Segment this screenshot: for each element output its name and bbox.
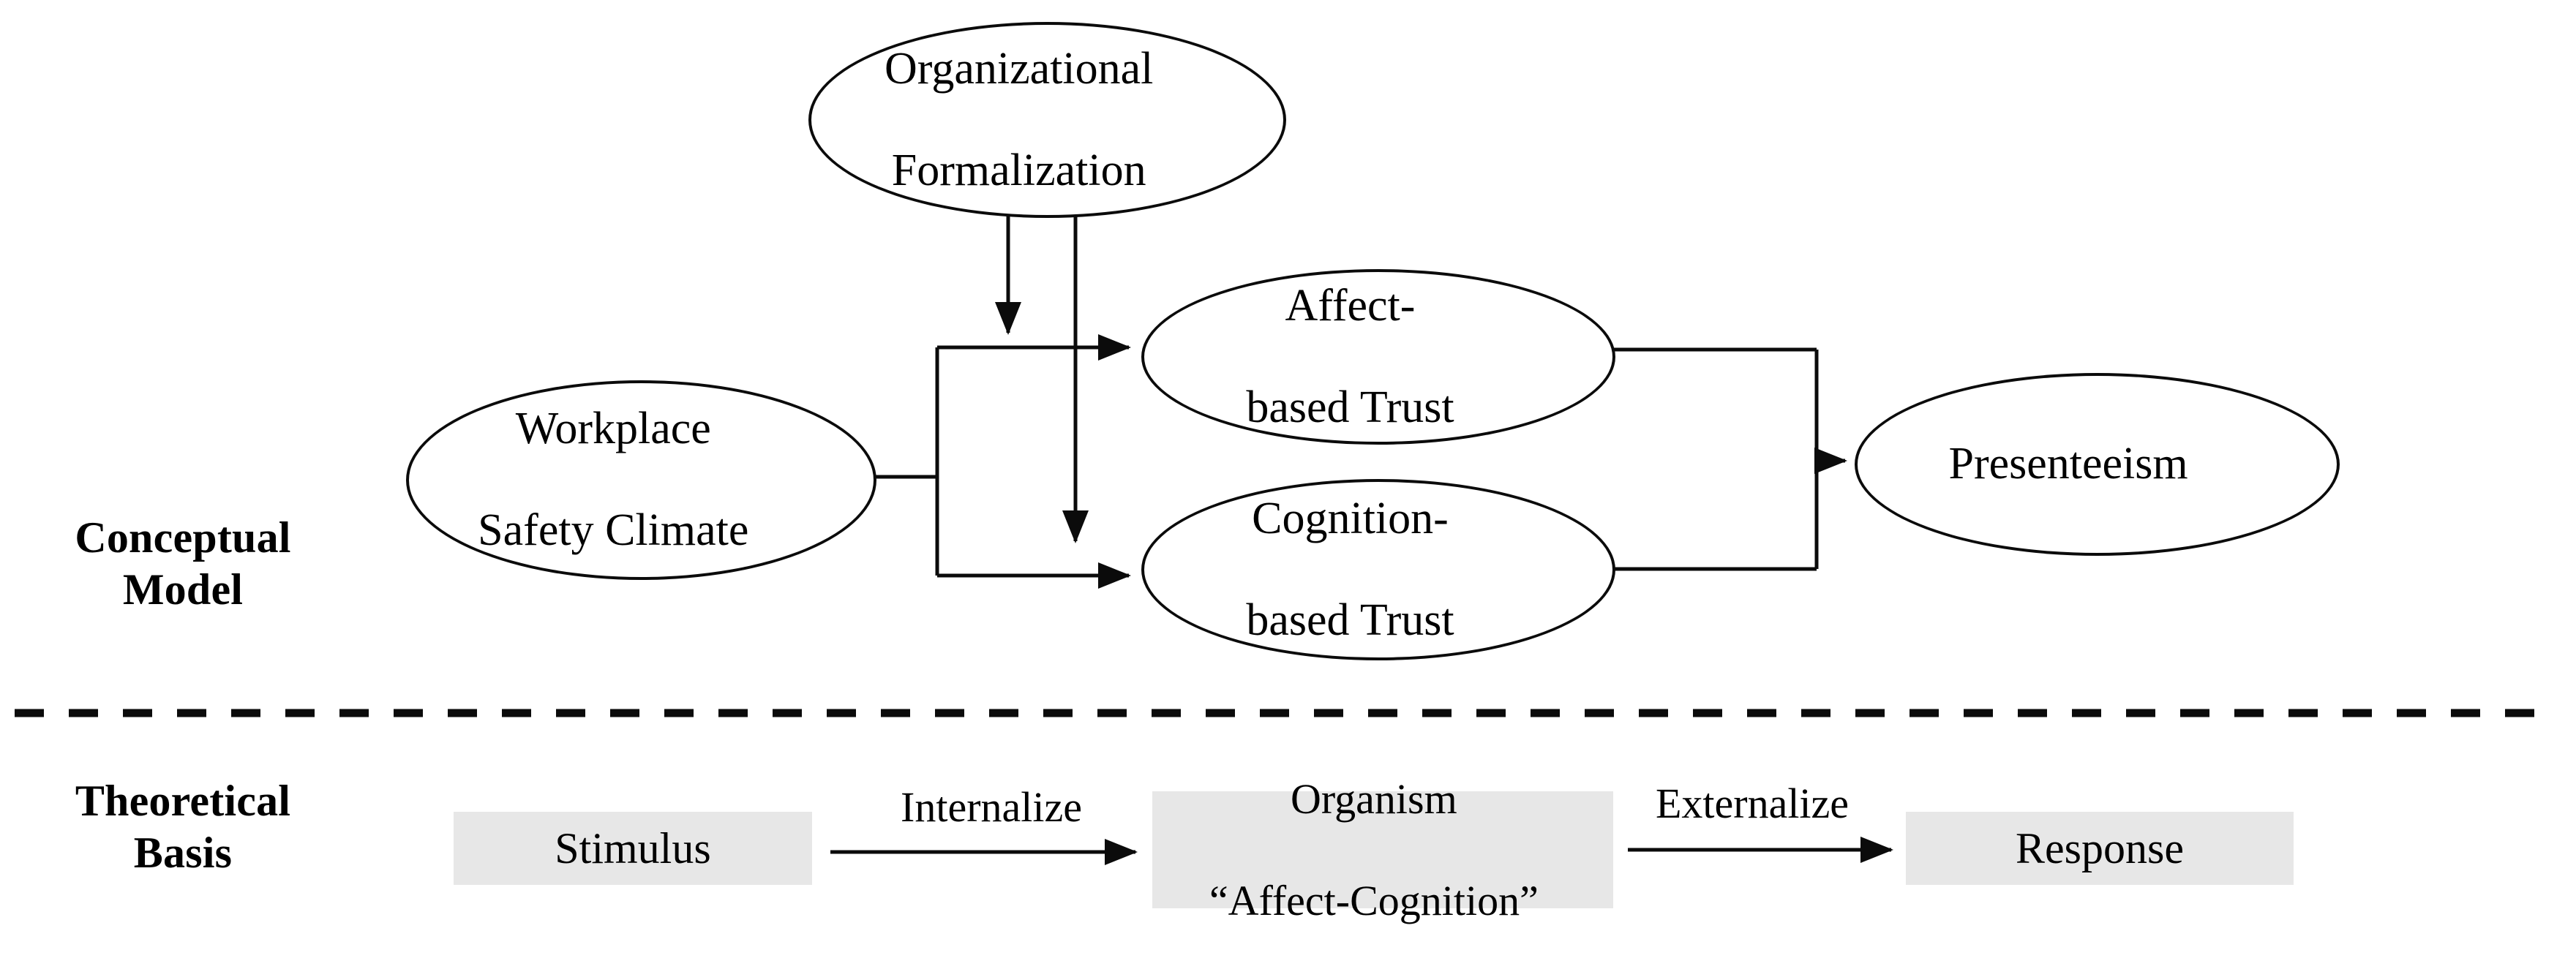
node-organizational-formalization-line2: Formalization xyxy=(891,145,1146,195)
node-presenteeism[interactable]: Presenteeism xyxy=(1855,373,2340,556)
edge-label-internalize: Internalize xyxy=(901,783,1082,831)
row-label-theoretical-basis-line1: Theoretical xyxy=(75,777,291,825)
row-label-conceptual-model-line2: Model xyxy=(122,565,244,614)
node-cognition-based-trust[interactable]: Cognition- based Trust xyxy=(1141,479,1615,660)
node-affect-based-trust[interactable]: Affect- based Trust xyxy=(1141,269,1615,445)
node-presenteeism-label: Presenteeism xyxy=(1948,439,2188,489)
node-organism-line2: “Affect-Cognition” xyxy=(1209,876,1539,924)
node-organism-line1: Organism xyxy=(1291,774,1457,823)
node-response-label: Response xyxy=(2016,824,2184,872)
node-workplace-safety-climate-line1: Workplace xyxy=(515,404,711,454)
node-stimulus[interactable]: Stimulus xyxy=(454,812,812,885)
node-workplace-safety-climate-line2: Safety Climate xyxy=(478,505,749,556)
row-label-conceptual-model-line1: Conceptual xyxy=(75,513,291,562)
row-label-conceptual-model: Conceptual Model xyxy=(40,512,326,616)
node-cognition-based-trust-line1: Cognition- xyxy=(1252,493,1449,543)
node-organizational-formalization-line1: Organizational xyxy=(885,43,1154,94)
row-label-theoretical-basis: Theoretical Basis xyxy=(40,775,326,879)
node-affect-based-trust-line2: based Trust xyxy=(1246,382,1454,432)
edge-label-externalize: Externalize xyxy=(1655,780,1850,827)
node-workplace-safety-climate[interactable]: Workplace Safety Climate xyxy=(406,380,876,580)
row-label-theoretical-basis-line2: Basis xyxy=(133,828,233,877)
node-stimulus-label: Stimulus xyxy=(555,824,711,872)
node-organism[interactable]: Organism “Affect-Cognition” xyxy=(1152,775,1613,924)
node-organizational-formalization[interactable]: Organizational Formalization xyxy=(808,22,1286,218)
node-affect-based-trust-line1: Affect- xyxy=(1285,280,1416,331)
node-response[interactable]: Response xyxy=(1906,812,2294,885)
node-cognition-based-trust-line2: based Trust xyxy=(1246,595,1454,645)
